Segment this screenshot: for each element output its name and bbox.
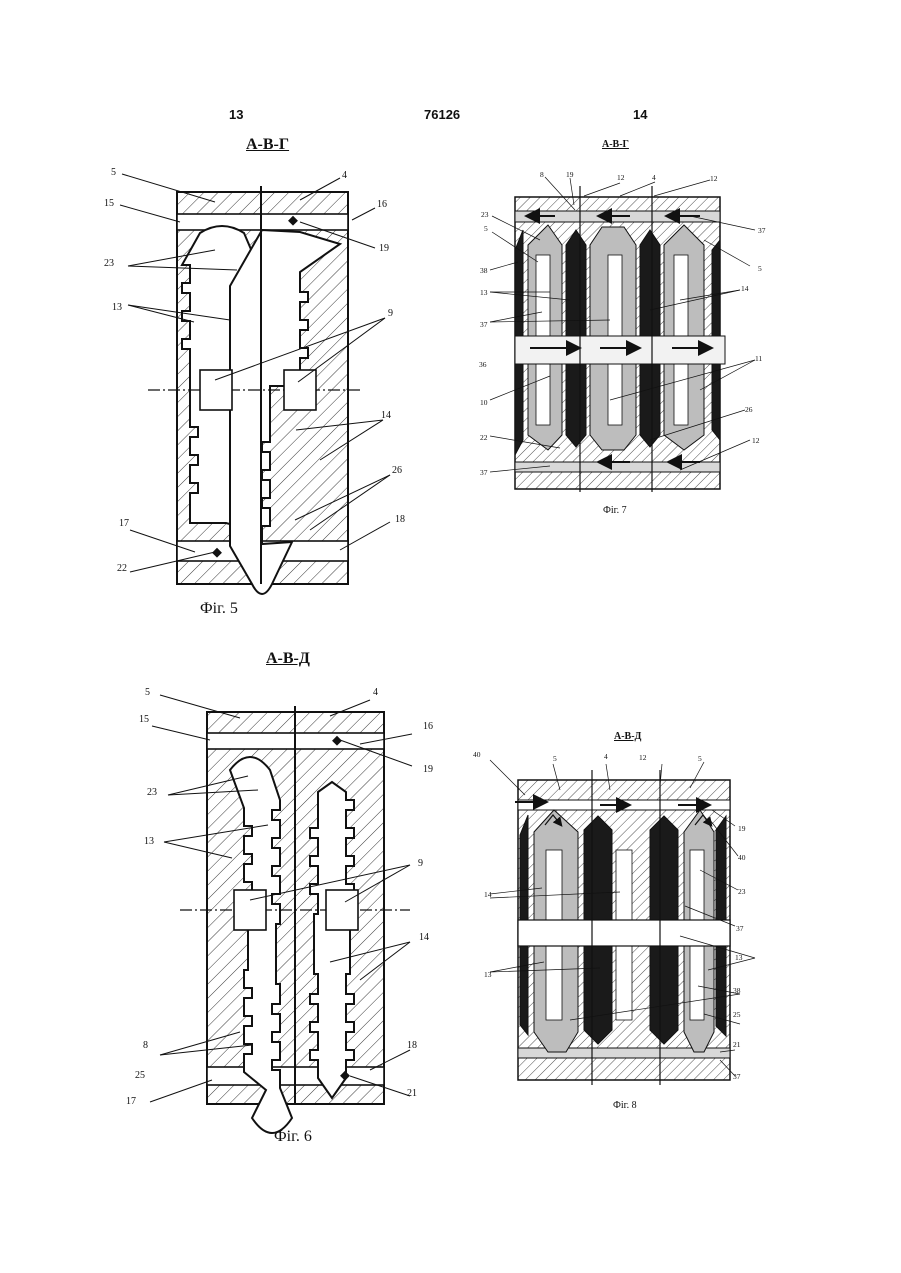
fig8-label-13: 13 [484,970,492,979]
fig8-label-14: 14 [484,890,492,899]
fig7-caption: Фіг. 7 [603,505,627,516]
fig7-label-14: 14 [741,284,749,293]
fig8-drawing [450,640,770,1100]
fig8-label-40b: 40 [738,853,746,862]
fig8-label-23: 23 [738,887,746,896]
fig7-label-11: 11 [755,354,762,363]
fig8-label-5b: 5 [698,754,702,763]
figure-8: А-В-Д [0,640,901,1273]
fig7-label-26: 26 [745,405,753,414]
fig8-label-5a: 5 [553,754,557,763]
fig7-label-37b: 37 [480,320,488,329]
fig8-label-37a: 37 [736,924,744,933]
fig7-label-22: 22 [480,433,488,442]
fig8-label-21: 21 [733,1040,741,1049]
fig8-label-25: 25 [733,1010,741,1019]
figure-7: А-В-Г [0,0,901,640]
fig7-label-23: 23 [481,210,489,219]
fig7-label-19: 19 [566,170,574,179]
fig8-label-12: 12 [639,753,647,762]
fig8-label-19: 19 [738,824,746,833]
fig7-label-8: 8 [540,170,544,179]
fig7-label-12a: 12 [617,173,625,182]
fig8-label-37b: 37 [733,1072,741,1081]
fig7-drawing [450,0,780,530]
fig8-label-40a: 40 [473,750,481,759]
fig8-label-13b: 13 [735,953,743,962]
fig8-label-4: 4 [604,752,608,761]
fig7-label-12c: 12 [752,436,760,445]
fig7-label-5a: 5 [484,224,488,233]
fig7-label-12b: 12 [710,174,718,183]
fig7-label-5b: 5 [758,264,762,273]
fig7-label-4: 4 [652,173,656,182]
fig8-caption: Фіг. 8 [613,1100,637,1111]
fig8-label-38: 38 [733,986,741,995]
fig7-label-38: 38 [480,266,488,275]
fig7-label-36: 36 [479,360,487,369]
fig7-label-10: 10 [480,398,488,407]
fig7-label-13: 13 [480,288,488,297]
fig7-label-37c: 37 [480,468,488,477]
fig7-label-37a: 37 [758,226,766,235]
